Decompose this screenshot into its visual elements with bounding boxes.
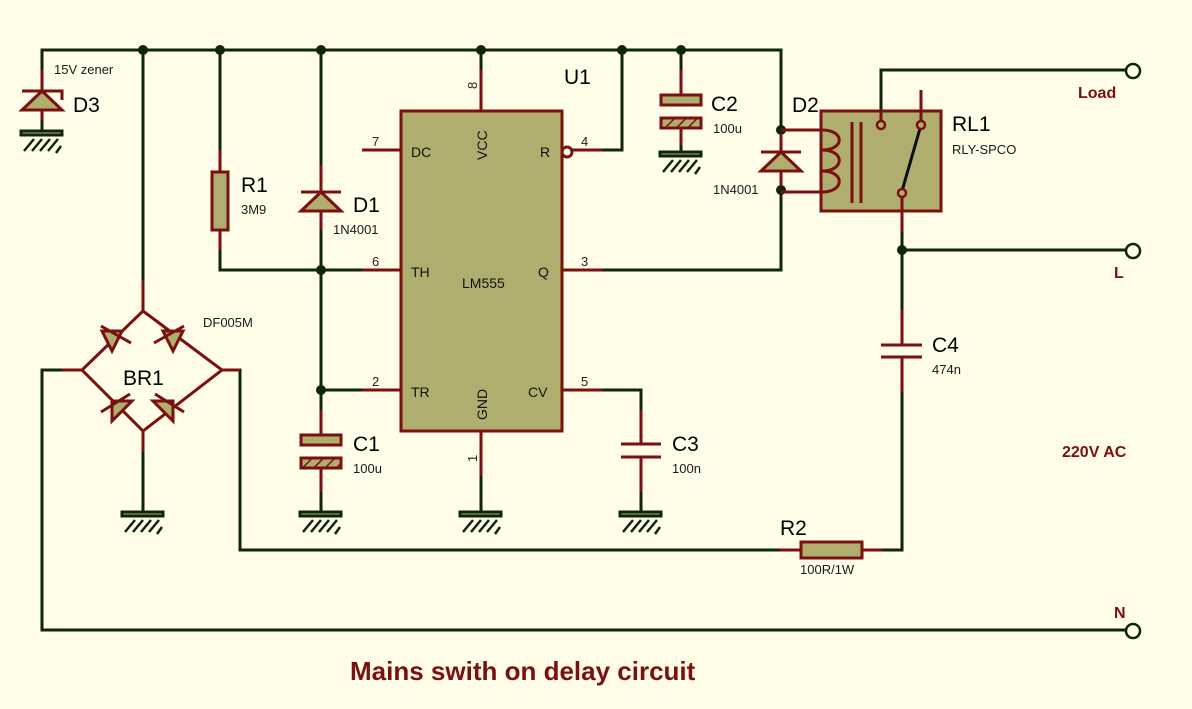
rl1-ref: RL1 xyxy=(952,113,991,136)
wire-pin3 xyxy=(600,188,783,272)
c1-value: 100u xyxy=(353,461,382,476)
wire-th-tr-node xyxy=(319,226,364,392)
terminal-neutral[interactable]: N xyxy=(1114,605,1142,640)
relay-switch-arm xyxy=(900,124,923,192)
pin-2-number: 2 xyxy=(372,374,379,389)
ground-icon xyxy=(658,150,703,175)
br1-ref: BR1 xyxy=(123,367,164,390)
rl1-value: RLY-SPCO xyxy=(952,142,1016,157)
relay-no-contact xyxy=(915,119,927,131)
wire-vcc-rail xyxy=(40,48,783,132)
wire-pin5 xyxy=(600,388,643,414)
pin-4-name: R xyxy=(540,144,550,160)
junction-dot xyxy=(476,45,486,55)
zener-diode-d3[interactable]: 15V zener D3 xyxy=(18,62,114,154)
r1-value: 3M9 xyxy=(241,202,266,217)
junction-dot xyxy=(316,45,326,55)
junction-dot xyxy=(138,45,148,55)
supply-voltage-label: 220V AC xyxy=(1062,444,1127,461)
pin-7-name: DC xyxy=(411,144,431,160)
pin-5-number: 5 xyxy=(581,374,588,389)
ic-u1-lm555[interactable]: U1 LM555 8 VCC 7 DC 4 R 6 TH 3 Q 2 TR 5 … xyxy=(362,66,602,476)
junction-dot xyxy=(897,245,907,255)
ground-icon xyxy=(19,129,64,154)
junction-dot xyxy=(617,45,627,55)
pin-8-name: VCC xyxy=(474,130,490,160)
br1-value: DF005M xyxy=(203,315,253,330)
terminal-load[interactable]: Load xyxy=(1078,62,1142,102)
ground-icon xyxy=(618,510,663,535)
wire-r1-bottom xyxy=(218,248,364,272)
bridge-diode-icon xyxy=(153,324,186,355)
terminal-circle-icon[interactable] xyxy=(1124,242,1142,260)
ground-icon xyxy=(458,510,503,535)
d3-ref: D3 xyxy=(73,94,100,117)
r2-value: 100R/1W xyxy=(800,562,855,577)
terminal-load-label: Load xyxy=(1078,85,1116,102)
relay-nc-contact xyxy=(875,119,887,131)
c2-ref: C2 xyxy=(711,93,738,116)
r1-ref: R1 xyxy=(241,174,268,197)
resistor-r2[interactable]: R2 100R/1W xyxy=(780,517,882,577)
pin-3-number: 3 xyxy=(581,254,588,269)
pin-6-name: TH xyxy=(411,264,430,280)
d2-value: 1N4001 xyxy=(713,182,759,197)
c1-ref: C1 xyxy=(353,433,380,456)
bridge-diode-icon xyxy=(149,392,185,425)
capacitor-c1[interactable]: C1 100u xyxy=(299,410,382,492)
junction-dot xyxy=(316,385,326,395)
terminal-line-label: L xyxy=(1114,265,1124,282)
terminal-circle-icon[interactable] xyxy=(1124,62,1142,80)
c4-ref: C4 xyxy=(932,334,959,357)
wire-load xyxy=(879,68,1127,112)
pin-3-name: Q xyxy=(538,264,549,280)
bridge-diode-icon xyxy=(99,324,132,355)
terminal-neutral-label: N xyxy=(1114,605,1126,622)
d1-ref: D1 xyxy=(353,194,380,217)
pin-2-name: TR xyxy=(411,384,430,400)
d3-value: 15V zener xyxy=(54,62,114,77)
relay-common-contact xyxy=(896,187,908,199)
resistor-r1[interactable]: R1 3M9 xyxy=(210,150,268,250)
junction-dot xyxy=(316,265,326,275)
terminal-line[interactable]: L xyxy=(1114,242,1142,282)
pin-1-name: GND xyxy=(474,389,490,420)
c4-value: 474n xyxy=(932,362,961,377)
diode-d2[interactable]: D2 1N4001 xyxy=(713,94,819,197)
ground-icon xyxy=(120,510,165,535)
relay-rl1[interactable]: RL1 RLY-SPCO xyxy=(781,90,1016,232)
d2-ref: D2 xyxy=(792,94,819,117)
pin-5-name: CV xyxy=(528,384,548,400)
pin-4-number: 4 xyxy=(581,134,588,149)
terminal-circle-icon[interactable] xyxy=(1124,622,1142,640)
relay-coil-icon xyxy=(821,128,841,194)
capacitor-c3[interactable]: C3 100n xyxy=(621,410,701,492)
diagram-title: Mains swith on delay circuit xyxy=(350,656,696,686)
r2-ref: R2 xyxy=(780,517,807,540)
junctions xyxy=(138,45,907,395)
pin-7-number: 7 xyxy=(372,134,379,149)
bridge-rectifier-br1[interactable]: BR1 DF005M xyxy=(62,280,253,452)
capacitor-c2[interactable]: C2 100u xyxy=(659,70,742,145)
wire-c4-line xyxy=(900,248,1127,312)
wire-r2-c4 xyxy=(880,390,904,552)
wire-neutral xyxy=(40,368,1127,632)
u1-ref: U1 xyxy=(564,66,591,89)
pin-1-number: 1 xyxy=(465,455,480,462)
ground-icon xyxy=(298,510,343,535)
capacitor-c4[interactable]: C4 474n xyxy=(881,310,961,392)
junction-dot xyxy=(676,45,686,55)
d1-value: 1N4001 xyxy=(333,222,379,237)
c2-value: 100u xyxy=(713,121,742,136)
junction-dot xyxy=(215,45,225,55)
diode-d1[interactable]: D1 1N4001 xyxy=(297,165,380,237)
bridge-diode-icon xyxy=(100,392,136,425)
pin-8-number: 8 xyxy=(465,82,480,89)
wire-pin4 xyxy=(600,48,624,152)
pin-6-number: 6 xyxy=(372,254,379,269)
c3-ref: C3 xyxy=(672,433,699,456)
c3-value: 100n xyxy=(672,461,701,476)
u1-value: LM555 xyxy=(462,275,505,291)
